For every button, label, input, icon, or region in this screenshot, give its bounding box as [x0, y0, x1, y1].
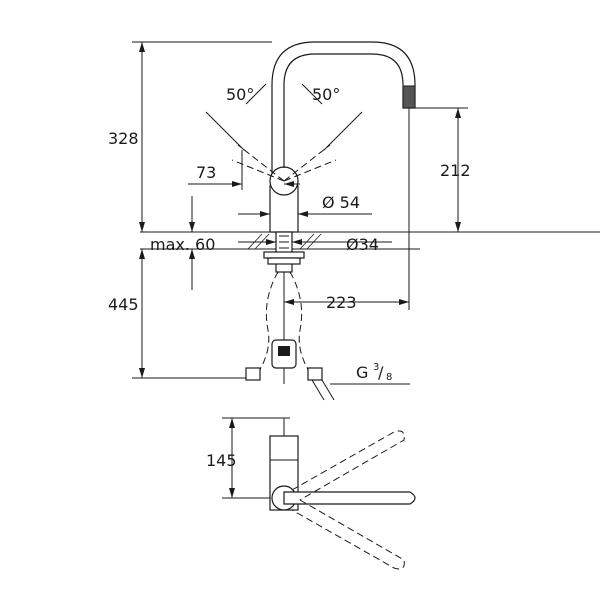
top-view-swing-up	[291, 430, 405, 501]
lever-swing-right	[283, 144, 331, 182]
dim-hole-diameter: Ø34	[346, 235, 379, 254]
dim-spout-reach: 223	[326, 293, 357, 312]
dim-max-thickness: max. 60	[150, 235, 215, 254]
dim-angle-right: 50°	[312, 85, 340, 104]
dim-total-height: 328	[108, 129, 139, 148]
spout-aerator	[402, 85, 416, 109]
dim-thread-base: G	[356, 363, 368, 382]
dim-thread-den: 8	[386, 372, 392, 383]
dim-top-view-depth: 145	[206, 451, 237, 470]
supply-hoses	[255, 271, 313, 377]
dim-angle-left: 50°	[226, 85, 254, 104]
front-dimensions: 328 50° 50° 73 Ø 54 212 max. 60	[108, 41, 471, 401]
hose-fitting-left	[245, 367, 261, 381]
lever-swing-left	[237, 144, 285, 182]
front-view	[140, 41, 600, 384]
top-view-swing-down	[291, 499, 405, 570]
top-view: 145	[206, 417, 416, 570]
dim-hose-length: 445	[108, 295, 139, 314]
dim-body-diameter: Ø 54	[322, 193, 360, 212]
hose-fitting-right	[307, 367, 323, 381]
top-view-spout	[283, 491, 416, 505]
dim-handle-offset: 73	[196, 163, 216, 182]
dim-spout-height: 212	[440, 161, 471, 180]
dim-thread-slash: /	[378, 363, 384, 382]
dim-thread-num: 3	[373, 362, 379, 373]
